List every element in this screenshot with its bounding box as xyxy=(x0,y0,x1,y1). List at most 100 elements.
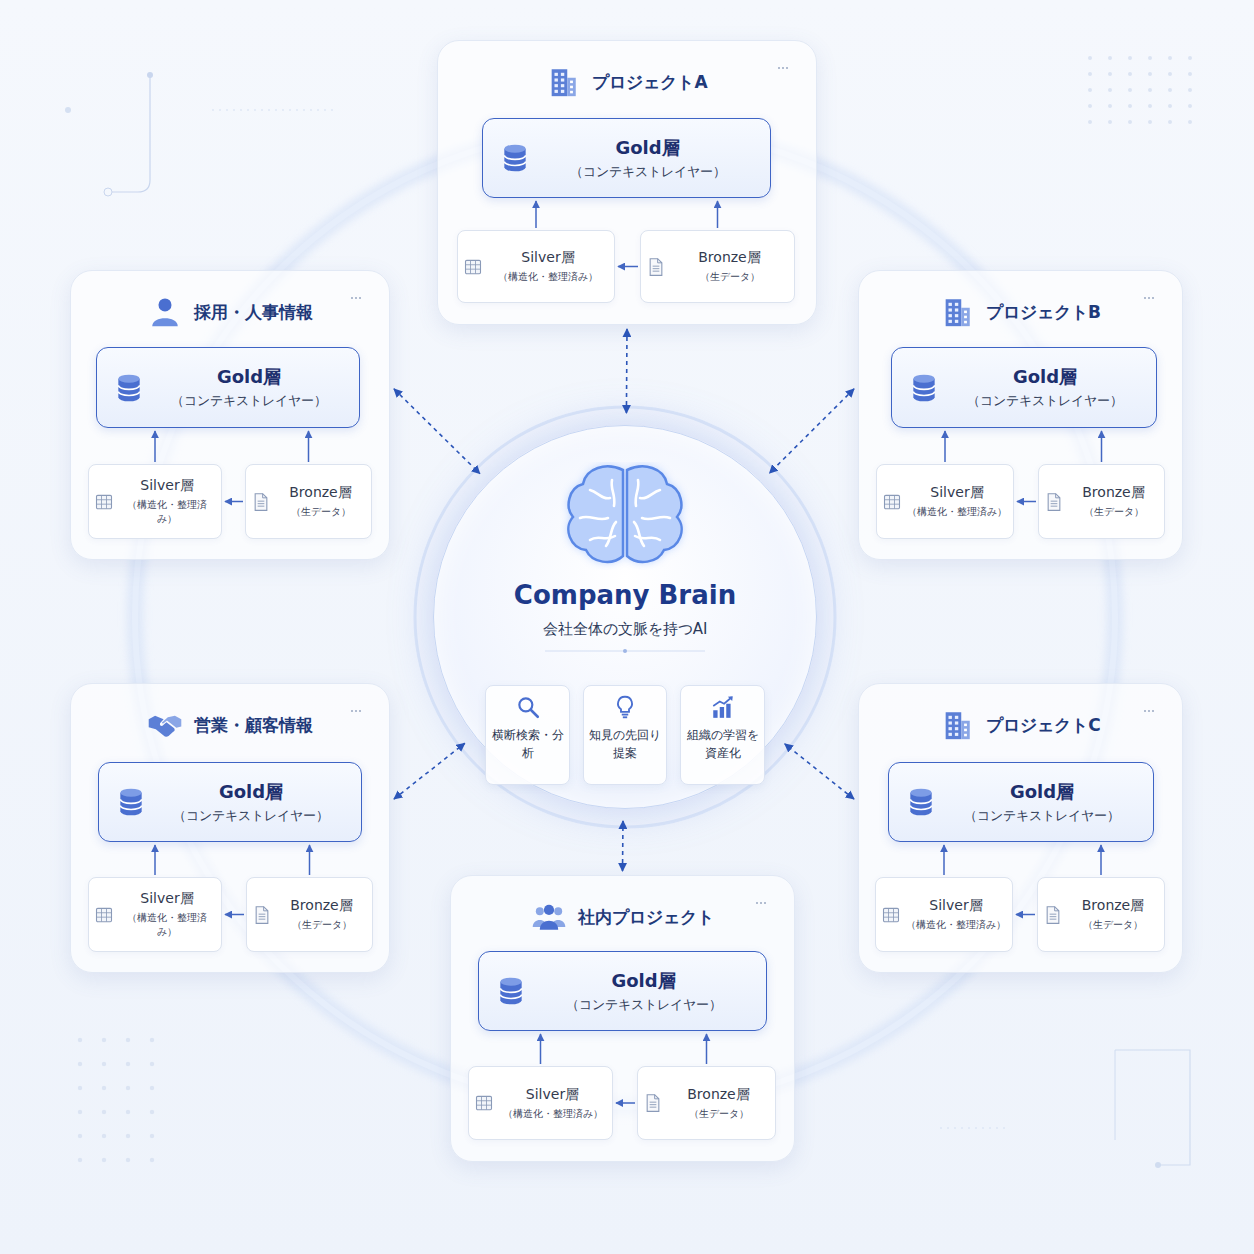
grid-dot xyxy=(1168,120,1172,124)
doc-icon xyxy=(1043,904,1063,926)
brain-fold xyxy=(612,480,615,506)
brain-fold xyxy=(606,522,616,546)
db-band xyxy=(120,805,141,809)
building-window xyxy=(561,78,564,81)
layer-title: Silver層 xyxy=(521,249,574,267)
doc-line xyxy=(1051,505,1058,506)
db-band xyxy=(500,988,521,992)
table-line xyxy=(466,268,481,269)
building-icon xyxy=(940,295,974,329)
layer-title: Gold層 xyxy=(615,136,679,160)
menu-dot xyxy=(756,902,758,904)
flow-arrow xyxy=(944,431,946,462)
doc-icon xyxy=(646,256,666,278)
card-menu xyxy=(772,59,794,78)
grid-dot xyxy=(126,1062,130,1066)
layer-subtitle: （コンテキストレイヤー） xyxy=(964,808,1120,825)
grid-dot xyxy=(150,1086,154,1090)
doc-line xyxy=(259,918,266,919)
building-window xyxy=(949,733,952,736)
building-window xyxy=(949,314,952,317)
menu-dot xyxy=(1152,710,1154,712)
doc-line xyxy=(1051,503,1058,504)
doc-line xyxy=(650,1104,657,1105)
hand-right xyxy=(161,716,180,728)
card-title: 営業・顧客情報 xyxy=(194,714,313,737)
menu-dot xyxy=(355,297,357,299)
deco-dot xyxy=(147,72,153,78)
doc-sheet xyxy=(256,906,268,923)
grid-dot xyxy=(150,1158,154,1162)
layer-subtitle: （生データ） xyxy=(292,918,352,932)
grid-dot xyxy=(1128,56,1132,60)
chart-trend xyxy=(713,697,731,706)
layer-subtitle: （生データ） xyxy=(1083,918,1143,932)
layer-subtitle: （構造化・整理済み） xyxy=(906,918,1006,932)
chart-arrow xyxy=(727,696,732,701)
flow-arrow xyxy=(154,845,156,875)
layer-subtitle: （構造化・整理済み） xyxy=(118,911,216,939)
menu-dot xyxy=(1152,297,1154,299)
grid-dot xyxy=(1148,104,1152,108)
silver-layer-box: Silver層（構造化・整理済み） xyxy=(457,230,615,303)
text-column: Bronze層（生データ） xyxy=(670,249,789,284)
db-icon xyxy=(113,369,145,407)
brain-wrap: Company Brain会社全体の文脈を持つAI xyxy=(434,462,816,657)
person-body xyxy=(152,318,178,326)
db-band xyxy=(913,385,934,389)
menu-icon xyxy=(1138,705,1160,717)
grid-icon xyxy=(881,904,901,926)
card-menu xyxy=(750,894,772,913)
flow-arrow xyxy=(225,914,244,916)
gold-layer-box: Gold層（コンテキストレイヤー） xyxy=(482,118,771,198)
db-top xyxy=(120,789,141,797)
layer-subtitle: （コンテキストレイヤー） xyxy=(566,997,722,1014)
grid-dot xyxy=(1108,56,1112,60)
grid-dot xyxy=(150,1062,154,1066)
grid-dot xyxy=(1168,88,1172,92)
doc-fold xyxy=(264,906,268,910)
grid-dot xyxy=(1188,72,1192,76)
flow-arrow xyxy=(1101,431,1103,462)
menu-icon xyxy=(772,62,794,74)
text-column: Gold層（コンテキストレイヤー） xyxy=(537,969,750,1014)
divider xyxy=(525,645,725,657)
layer-title: Bronze層 xyxy=(687,1086,749,1104)
building-window xyxy=(964,311,967,314)
doc-sheet xyxy=(255,493,267,510)
layer-title: Bronze層 xyxy=(1082,897,1144,915)
brain-fold xyxy=(634,522,644,546)
card-title: プロジェクトA xyxy=(592,71,707,94)
table-frame xyxy=(466,260,481,273)
dashed-link xyxy=(770,389,854,473)
grid-dot xyxy=(1088,72,1092,76)
feature-box: 横断検索・分析 xyxy=(485,685,570,785)
people-icon xyxy=(532,900,566,934)
dot-grid xyxy=(78,1038,154,1162)
doc-line xyxy=(1050,913,1057,914)
bronze-layer-box: Bronze層（生データ） xyxy=(1038,464,1165,539)
table-line xyxy=(101,495,102,508)
table-line xyxy=(466,264,481,265)
building-window xyxy=(955,733,958,736)
grid-dot xyxy=(1148,88,1152,92)
table-line xyxy=(889,495,890,508)
bulb-base xyxy=(623,716,627,718)
layer-title: Gold層 xyxy=(1013,365,1077,389)
feature-box: 知見の先回り提案 xyxy=(583,685,667,785)
building-body xyxy=(946,299,962,326)
table-line xyxy=(884,916,899,917)
grid-dot xyxy=(1148,56,1152,60)
chart-bar xyxy=(713,710,717,718)
grid-dot xyxy=(1148,72,1152,76)
db-top xyxy=(910,789,931,797)
doc-icon xyxy=(643,1092,663,1114)
table-line xyxy=(885,503,900,504)
db-icon xyxy=(905,783,937,821)
brain-fold xyxy=(580,517,608,519)
feature-label: 横断検索・分析 xyxy=(490,726,565,762)
bronze-layer-box: Bronze層（生データ） xyxy=(245,464,372,539)
card-header: プロジェクトC xyxy=(859,708,1182,742)
grid-dot xyxy=(102,1062,106,1066)
doc-fold xyxy=(263,493,267,497)
